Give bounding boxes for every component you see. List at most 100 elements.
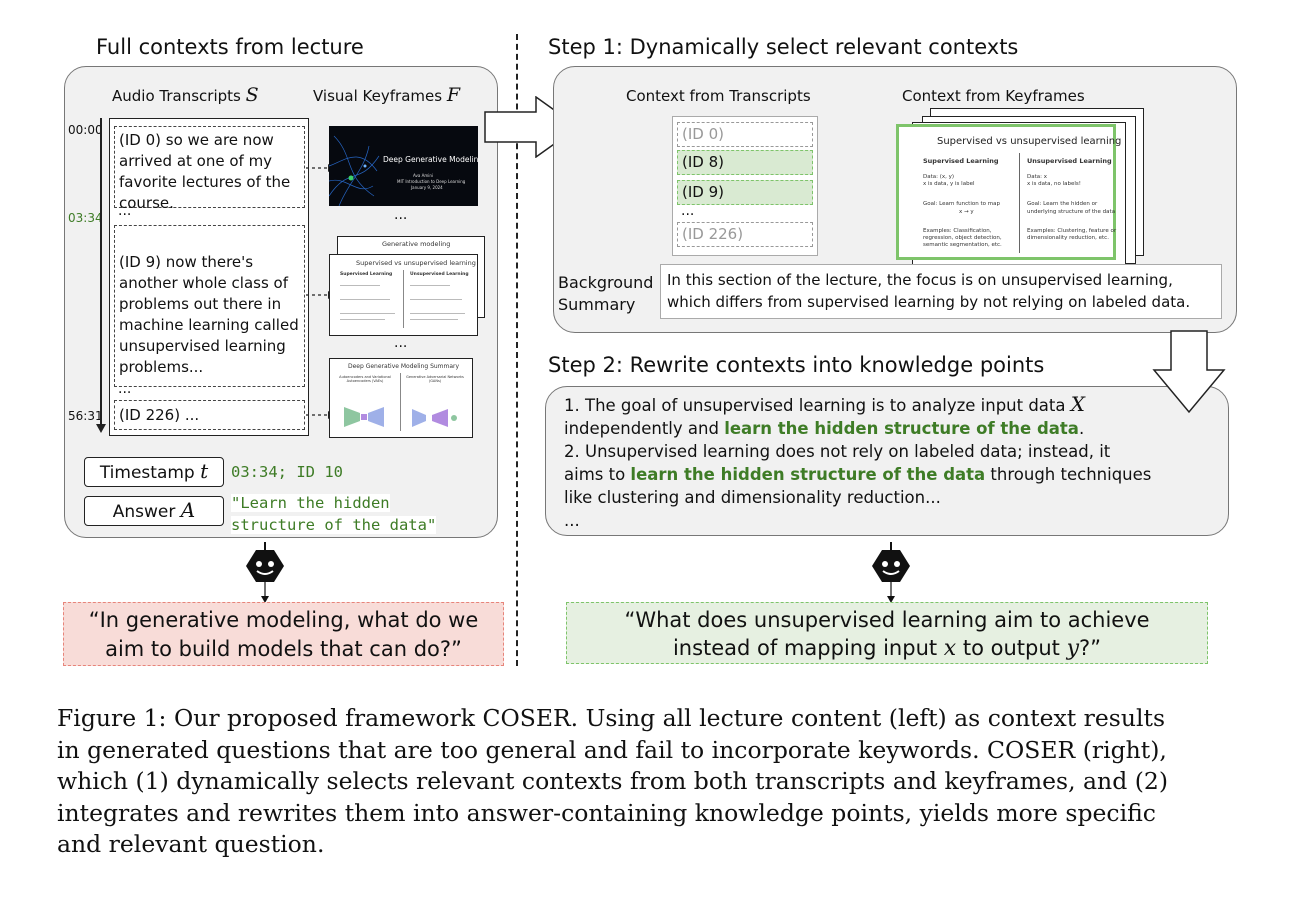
keyframe-2-line	[410, 299, 462, 300]
visual-keyframes-label: Visual Keyframes F	[313, 84, 461, 106]
keyframe-2-line	[410, 313, 465, 314]
timeline-start: 00:00	[68, 123, 103, 137]
step1-title: Step 1: Dynamically select relevant cont…	[548, 35, 1019, 59]
symbol-f: F	[446, 84, 461, 106]
slide-unsup-head: Unsupervised Learning	[1027, 157, 1112, 165]
knowledge-points: 1. The goal of unsupervised learning is …	[564, 393, 1151, 532]
ctx-id-226: (ID 226)	[677, 222, 813, 247]
keyframe-1-title: Deep Generative Modeling	[383, 155, 478, 164]
ctx-id-8: (ID 8)	[677, 150, 813, 175]
knowledge-point-2-line-1: 2. Unsupervised learning does not rely o…	[564, 442, 1111, 461]
keyframe-title-slide: Deep Generative Modeling Ava Amini MIT I…	[329, 126, 478, 206]
context-transcripts-label: Context from Transcripts	[626, 87, 811, 105]
center-divider	[516, 34, 518, 666]
slide-title: Supervised vs unsupervised learning	[937, 136, 1122, 147]
knowledge-point-2-line-2: aims to learn the hidden structure of th…	[564, 465, 1152, 484]
audio-transcripts-label: Audio Transcripts S	[112, 84, 259, 106]
ctx-ellipsis: ...	[681, 203, 695, 219]
symbol-t: t	[200, 459, 209, 483]
symbol-y: y	[1066, 636, 1080, 661]
symbol-s: S	[245, 84, 259, 106]
answer-highlight-2: learn the hidden structure of the data	[630, 465, 986, 484]
symbol-x: x	[943, 636, 957, 661]
symbol-x-upper: X	[1070, 392, 1085, 416]
ctx-id-9: (ID 9)	[677, 180, 813, 205]
slide-unsup-goal-2: underlying structure of the data	[1027, 209, 1116, 215]
knowledge-point-ellipsis: ...	[564, 511, 580, 530]
slide-divider	[1019, 153, 1020, 253]
general-question-line-1: “In generative modeling, what do we	[88, 608, 479, 632]
background-summary-text: In this section of the lecture, the focu…	[660, 264, 1222, 319]
keyframe-supervised-front: Supervised vs unsupervised learning Supe…	[329, 254, 478, 336]
general-question-line-2: aim to build models that can do?”	[105, 637, 462, 661]
keyframe-1-course: MIT Introduction to Deep Learning	[397, 179, 466, 184]
slide-unsup-data-2: x is data, no labels!	[1027, 181, 1082, 187]
keyframe-3-right: Generative Adversarial Networks (GANs)	[406, 375, 464, 383]
knowledge-point-1-line-2: independently and learn the hidden struc…	[564, 419, 1085, 438]
keyframe-ellipsis-2: ...	[394, 335, 408, 351]
neural-visual-icon	[329, 135, 380, 206]
specific-question-line-2: instead of mapping input x to output y?”	[672, 636, 1102, 661]
selected-keyframe-slide: Supervised vs unsupervised learning Supe…	[896, 124, 1121, 260]
slide-sup-ex: Examples: Classification,	[923, 228, 992, 234]
specific-question-box: “What does unsupervised learning aim to …	[566, 602, 1208, 664]
keyframe-2-title: Supervised vs unsupervised learning	[356, 259, 476, 267]
transcript-ellipsis-1: ...	[118, 203, 132, 219]
timeline-end: 56:31	[68, 409, 103, 423]
selected-transcript-ids: (ID 0) (ID 8) (ID 9) ... (ID 226)	[672, 116, 818, 256]
timeline-arrowhead	[96, 424, 106, 433]
slide-sup-data-2: x is data, y is label	[923, 181, 975, 187]
slide-sup-ex-2: regression, object detection,	[923, 235, 1002, 241]
left-title: Full contexts from lecture	[96, 35, 364, 59]
knowledge-point-1-line-1: 1. The goal of unsupervised learning is …	[564, 392, 1085, 416]
keyframe-2-line	[340, 285, 380, 286]
keyframe-2-back-title: Generative modeling	[382, 240, 451, 248]
background-summary-label: Background Summary	[558, 273, 654, 314]
slide-sup-data: Data: (x, y)	[923, 174, 955, 180]
keyframe-2-divider	[403, 270, 404, 328]
timeline-axis	[100, 118, 102, 426]
caption-line-2: in generated questions that are too gene…	[57, 735, 1167, 764]
keyframe-2-line	[340, 319, 385, 320]
caption-line-5: and relevant question.	[57, 830, 325, 858]
caption-line-3: which (1) dynamically selects relevant c…	[57, 767, 1168, 795]
keyframe-2-line	[410, 319, 458, 320]
autoencoder-gan-diagram-icon	[344, 407, 457, 427]
keyframe-3-title: Deep Generative Modeling Summary	[348, 363, 460, 370]
slide-unsup-goal: Goal: Learn the hidden or	[1027, 201, 1098, 207]
specific-question-line-1: “What does unsupervised learning aim to …	[624, 608, 1150, 632]
slide-unsup-ex-2: dimensionality reduction, etc.	[1027, 235, 1109, 241]
robot-icon-left	[246, 542, 284, 603]
keyframe-summary-slide: Deep Generative Modeling Summary Autoenc…	[329, 358, 473, 438]
transcript-ellipsis-2: ...	[118, 381, 132, 397]
timestamp-label-box: Timestamp t	[84, 457, 224, 487]
caption-line-4: integrates and rewrites them into answer…	[57, 798, 1156, 827]
answer-label-box: Answer A	[84, 496, 224, 526]
ctx-id-0: (ID 0)	[677, 122, 813, 147]
transcript-item-id9: (ID 9) now there's another whole class o…	[114, 225, 305, 387]
step2-title: Step 2: Rewrite contexts into knowledge …	[548, 353, 1045, 377]
answer-value-line-1: "Learn the hidden	[231, 494, 390, 512]
answer-highlight-1: learn the hidden structure of the data	[724, 419, 1079, 438]
transcript-item-id0: (ID 0) so we are now arrived at one of m…	[114, 126, 305, 212]
slide-unsup-ex: Examples: Clustering, feature or	[1027, 228, 1117, 234]
slide-sup-head: Supervised Learning	[923, 157, 999, 165]
keyframe-3-divider	[400, 373, 401, 431]
keyframe-2-line	[410, 285, 450, 286]
keyframe-2-line	[340, 313, 395, 314]
timestamp-value: 03:34; ID 10	[231, 463, 343, 481]
slide-sup-goal: Goal: Learn function to map	[923, 201, 1000, 207]
keyframe-2-line	[340, 299, 390, 300]
timeline-mid: 03:34	[68, 211, 103, 225]
figure-caption: Figure 1: Our proposed framework COSER. …	[57, 703, 1247, 861]
keyframe-ellipsis-1: ...	[394, 207, 408, 223]
slide-sup-goal-2: x → y	[959, 209, 974, 215]
caption-line-1: Figure 1: Our proposed framework COSER. …	[57, 704, 1166, 732]
context-keyframes-label: Context from Keyframes	[902, 87, 1085, 105]
keyframe-1-date: January 9, 2024	[411, 185, 443, 190]
slide-unsup-data: Data: x	[1027, 174, 1047, 180]
keyframe-1-author: Ava Amini	[413, 173, 433, 178]
knowledge-point-2-line-3: like clustering and dimensionality reduc…	[564, 488, 941, 507]
keyframe-2-sup-head: Supervised Learning	[340, 272, 393, 277]
robot-icon-right	[872, 542, 910, 603]
